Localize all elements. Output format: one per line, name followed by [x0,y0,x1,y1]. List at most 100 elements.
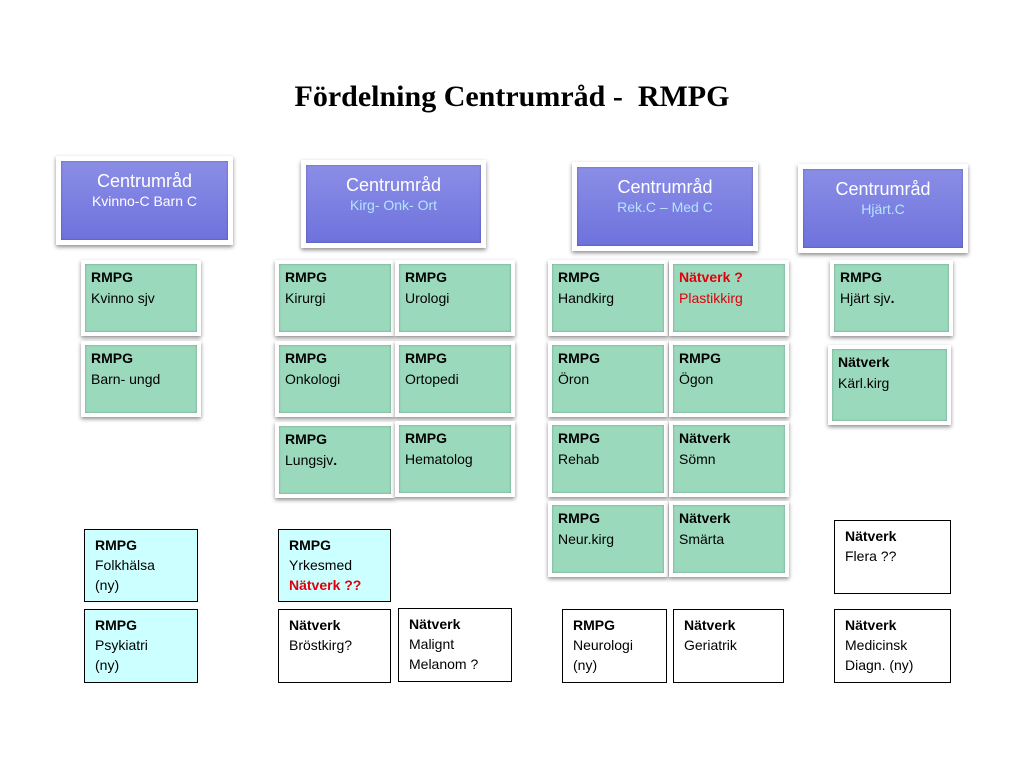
group-name: Neur.kirg [558,531,615,547]
box-line: Diagn. (ny) [845,657,914,673]
box-line: Psykiatri [95,637,148,653]
rmpg-box: RMPG Rehab [548,421,668,497]
box-line: (ny) [95,577,120,593]
group-heading: RMPG [840,269,882,285]
group-heading: RMPG [558,269,600,285]
group-heading: Nätverk [679,430,731,446]
group-name: Onkologi [285,371,341,387]
info-box: RMPG Folkhälsa (ny) [84,529,198,602]
box-line: Medicinsk [845,637,908,653]
box-heading: RMPG [95,617,137,633]
box-line: (ny) [95,657,120,673]
centrumrad-box: Centrumråd Hjärt.C [798,164,968,253]
box-heading: Nätverk [289,617,341,633]
group-name-suffix: . [890,290,895,306]
rmpg-box: RMPG Hematolog [395,421,515,497]
rmpg-box: RMPG Handkirg [548,260,668,336]
group-name-suffix: . [333,452,338,468]
group-name: Smärta [679,531,725,547]
rmpg-box: RMPG Neur.kirg [548,501,668,577]
box-line: Folkhälsa [95,557,155,573]
rmpg-box: RMPG Kirurgi [275,260,395,336]
info-box: RMPG Yrkesmed Nätverk ?? [278,529,391,602]
group-heading: RMPG [679,350,721,366]
group-heading: RMPG [558,350,600,366]
group-heading: RMPG [91,350,133,366]
group-name: Ögon [679,371,714,387]
centrumrad-box: Centrumråd Rek.C – Med C [572,162,758,251]
group-name: Hematolog [405,451,473,467]
page-title: Fördelning Centrumråd - RMPG [294,80,730,113]
group-heading: RMPG [405,350,447,366]
info-box: RMPG Psykiatri (ny) [84,609,198,683]
group-heading: RMPG [91,269,133,285]
group-heading: Nätverk ? [679,269,743,285]
box-heading: Nätverk [409,616,461,632]
box-line: Flera ?? [845,548,897,564]
centrumrad-subtitle: Kirg- Onk- Ort [349,197,438,213]
group-name: Plastikkirg [679,290,743,306]
group-name: Rehab [558,451,600,467]
rmpg-box: RMPG Lungsjv. [275,422,395,498]
box-line: Yrkesmed [289,557,353,573]
centrumrad-box: Centrumråd Kvinno-C Barn C [56,156,233,245]
centrumrad-box: Centrumråd Kirg- Onk- Ort [301,160,486,248]
box-line: Bröstkirg? [289,637,353,653]
group-heading: RMPG [405,269,447,285]
rmpg-box: RMPG Barn- ungd [81,341,201,417]
centrumrad-title: Centrumråd [835,179,931,199]
group-heading: RMPG [558,430,600,446]
info-box: Nätverk Malignt Melanom ? [398,608,512,682]
rmpg-box: RMPG Ögon [669,341,789,417]
group-heading: Nätverk [838,354,890,370]
group-name: Kirurgi [285,290,326,306]
rmpg-box: RMPG Onkologi [275,341,395,417]
group-heading: Nätverk [679,510,731,526]
group-heading: RMPG [285,269,327,285]
natverk-box: Nätverk ? Plastikkirg [669,260,789,336]
group-name: Öron [558,371,590,387]
group-name: Urologi [405,290,450,306]
box-heading: Nätverk [845,528,897,544]
box-line: Geriatrik [684,637,737,653]
box-heading: RMPG [573,617,615,633]
box-line: Malignt [409,636,455,652]
group-heading: RMPG [558,510,600,526]
box-highlight: Nätverk ?? [289,577,362,593]
rmpg-box: RMPG Kvinno sjv [81,260,201,336]
info-box: Nätverk Medicinsk Diagn. (ny) [834,609,951,683]
info-box: Nätverk Flera ?? [834,520,951,594]
centrumrad-title: Centrumråd [345,175,442,195]
group-name: Lungsjv. [285,452,338,468]
rmpg-box: RMPG Öron [548,341,668,417]
box-line: Neurologi [573,637,633,653]
group-name: Hjärt sjv. [840,290,895,306]
group-name: Kvinno sjv [91,290,155,306]
box-heading: Nätverk [684,617,736,633]
group-name: Kärl.kirg [838,375,890,391]
rmpg-box: RMPG Urologi [395,260,515,336]
rmpg-box: RMPG Hjärt sjv. [830,260,953,336]
box-line: (ny) [573,657,598,673]
rmpg-box: RMPG Ortopedi [395,341,515,417]
centrumrad-subtitle: Kvinno-C Barn C [91,193,198,209]
group-heading: RMPG [285,431,327,447]
box-heading: RMPG [289,537,331,553]
group-name: Sömn [679,451,716,467]
box-line: Melanom ? [409,656,479,672]
group-name: Ortopedi [405,371,459,387]
info-box: Nätverk Geriatrik [673,609,784,683]
centrumrad-subtitle: Hjärt.C [861,201,905,217]
group-heading: RMPG [285,350,327,366]
centrumrad-title: Centrumråd [96,171,193,191]
group-heading: RMPG [405,430,447,446]
group-name: Handkirg [558,290,615,306]
info-box: RMPG Neurologi (ny) [562,609,667,683]
centrumrad-title: Centrumråd [617,177,713,197]
box-heading: Nätverk [845,617,897,633]
group-name: Barn- ungd [91,371,161,387]
centrumrad-subtitle: Rek.C – Med C [617,199,713,215]
